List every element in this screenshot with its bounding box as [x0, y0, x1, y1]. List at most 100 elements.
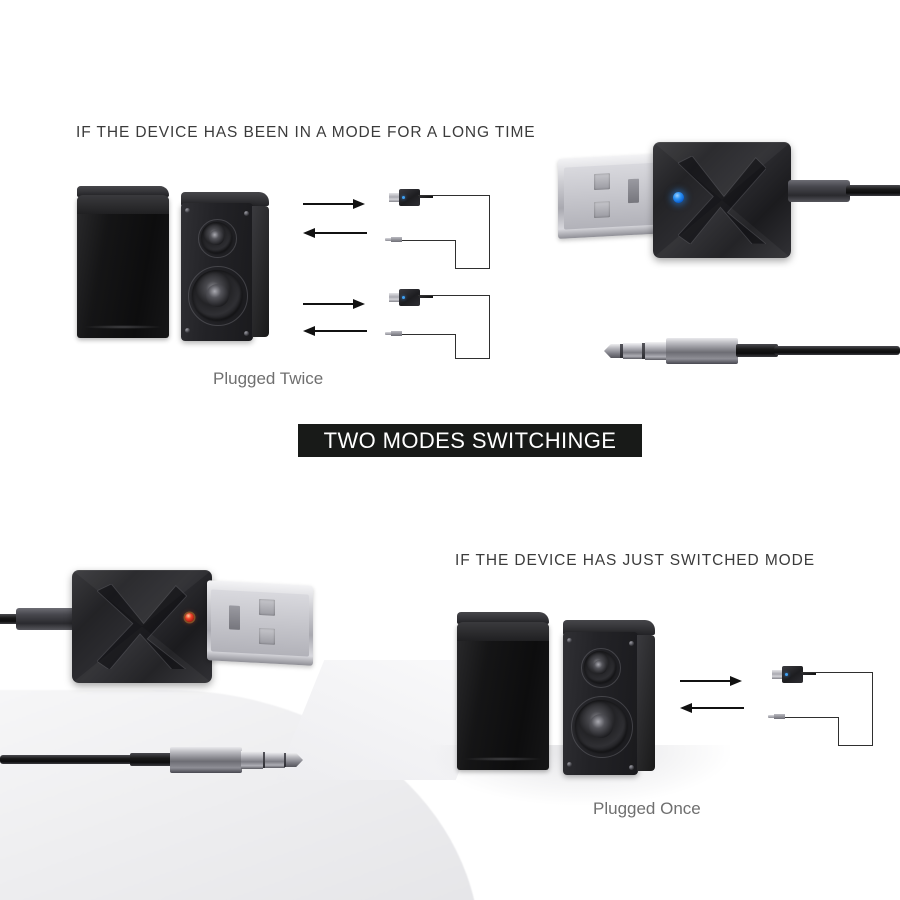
usb-contact-slot — [259, 598, 275, 616]
arrow-right-icon — [353, 198, 365, 209]
usb-connector-icon — [389, 293, 400, 302]
jack-barrel — [170, 747, 242, 773]
jack-tip — [604, 344, 621, 358]
arrow-right-shaft — [303, 303, 355, 305]
speaker-grille-face — [77, 195, 169, 338]
led-indicator-icon — [785, 673, 788, 676]
adapter-body-icon — [399, 289, 420, 306]
led-indicator-icon — [402, 296, 405, 299]
jack-insulator-ring — [620, 344, 623, 358]
arrow-left-icon — [303, 227, 315, 238]
adapter-housing — [72, 570, 212, 683]
jack-sleeve-contact — [645, 342, 667, 360]
jack-strain-relief — [736, 344, 778, 357]
speaker-side-panel — [252, 206, 269, 337]
arrow-right-shaft — [303, 203, 355, 205]
brand-x-logo-icon — [97, 583, 187, 670]
tweeter-ring — [198, 219, 237, 258]
wire-segment-v — [489, 295, 491, 359]
baffle-screw — [567, 638, 572, 643]
product-audio-jack-top — [604, 333, 900, 375]
speaker-top-panel — [77, 186, 169, 197]
audio-cable — [0, 614, 22, 624]
wire-segment-h — [455, 268, 490, 270]
adapter-housing — [653, 142, 791, 258]
speaker-top-panel — [563, 620, 655, 635]
wire-segment-h — [418, 295, 490, 297]
wire-segment-h — [455, 358, 490, 360]
section-heading-bottom: IF THE DEVICE HAS JUST SWITCHED MODE — [455, 552, 815, 569]
product-audio-jack-bottom — [0, 742, 310, 784]
jack-strain-relief — [130, 753, 172, 766]
wire-segment-v — [872, 672, 874, 746]
jack-barrel-icon — [774, 714, 785, 719]
product-adapter-bottom — [0, 565, 360, 695]
adapter-cable-stub — [419, 296, 433, 298]
adapter-cable-stub — [419, 196, 433, 198]
woofer-ring — [188, 266, 248, 326]
usb-contact-slot — [259, 627, 275, 645]
arrow-left-shaft — [315, 232, 367, 234]
arrow-right-icon — [353, 298, 365, 309]
speaker-pair-top — [75, 186, 275, 346]
cable-strain-relief — [788, 180, 850, 202]
baffle-screw — [629, 765, 634, 770]
speaker-grille-face — [457, 622, 549, 770]
speaker-side-panel — [637, 635, 655, 771]
baffle-screw — [185, 328, 190, 333]
baffle-screw — [185, 208, 190, 213]
section-heading-top: IF THE DEVICE HAS BEEN IN A MODE FOR A L… — [76, 124, 536, 141]
usb-contact-slot — [594, 201, 610, 218]
banner-text: TWO MODES SWITCHINGE — [323, 427, 617, 453]
brand-x-logo-icon — [677, 155, 767, 245]
wire-segment-v — [838, 717, 840, 746]
wire-segment-h — [418, 195, 490, 197]
arrow-left-shaft — [315, 330, 367, 332]
baffle-screw — [244, 211, 249, 216]
arrow-left-icon — [303, 325, 315, 336]
adapter-body-icon — [399, 189, 420, 206]
caption-plugged-twice: Plugged Twice — [213, 369, 324, 388]
usb-inner-plate — [564, 162, 662, 230]
jack-sleeve-contact — [241, 751, 263, 769]
adapter-body-icon — [782, 666, 803, 683]
speaker-pair-bottom — [455, 612, 665, 782]
wire-segment-v — [489, 195, 491, 269]
usb-connector-icon — [772, 670, 783, 679]
wire-segment-h — [838, 745, 873, 747]
jack-ring-contact — [623, 343, 643, 359]
caption-plugged-once: Plugged Once — [593, 799, 701, 818]
usb-contact-tab — [229, 605, 240, 630]
woofer-ring — [571, 696, 633, 758]
jack-tip-icon — [768, 715, 775, 718]
jack-barrel — [666, 338, 738, 364]
adapter-cable-stub — [802, 673, 816, 675]
arrow-left-shaft — [692, 707, 744, 709]
cable-strain-relief — [16, 608, 78, 630]
baffle-screw — [629, 641, 634, 646]
wire-segment-v — [455, 334, 457, 359]
wire-segment-h — [782, 717, 839, 719]
led-indicator-red — [185, 613, 194, 622]
wire-segment-h — [399, 240, 456, 242]
jack-insulator-ring — [642, 343, 645, 359]
jack-insulator-ring — [284, 753, 287, 767]
wire-segment-h — [399, 334, 456, 336]
wire-segment-v — [455, 240, 457, 269]
wire-segment-h — [801, 672, 873, 674]
tweeter-ring — [581, 648, 621, 688]
baffle-screw — [244, 331, 249, 336]
arrow-right-icon — [730, 675, 742, 686]
usb-connector-shell — [558, 153, 668, 239]
center-banner: TWO MODES SWITCHINGE — [298, 424, 642, 457]
usb-contact-slot — [594, 173, 610, 190]
arrow-right-shaft — [680, 680, 732, 682]
product-adapter-top — [558, 136, 900, 266]
arrow-left-icon — [680, 702, 692, 713]
led-indicator-icon — [402, 196, 405, 199]
jack-tip-icon — [385, 238, 392, 241]
audio-cable — [0, 755, 134, 764]
jack-tip-icon — [385, 332, 392, 335]
usb-connector-icon — [389, 193, 400, 202]
